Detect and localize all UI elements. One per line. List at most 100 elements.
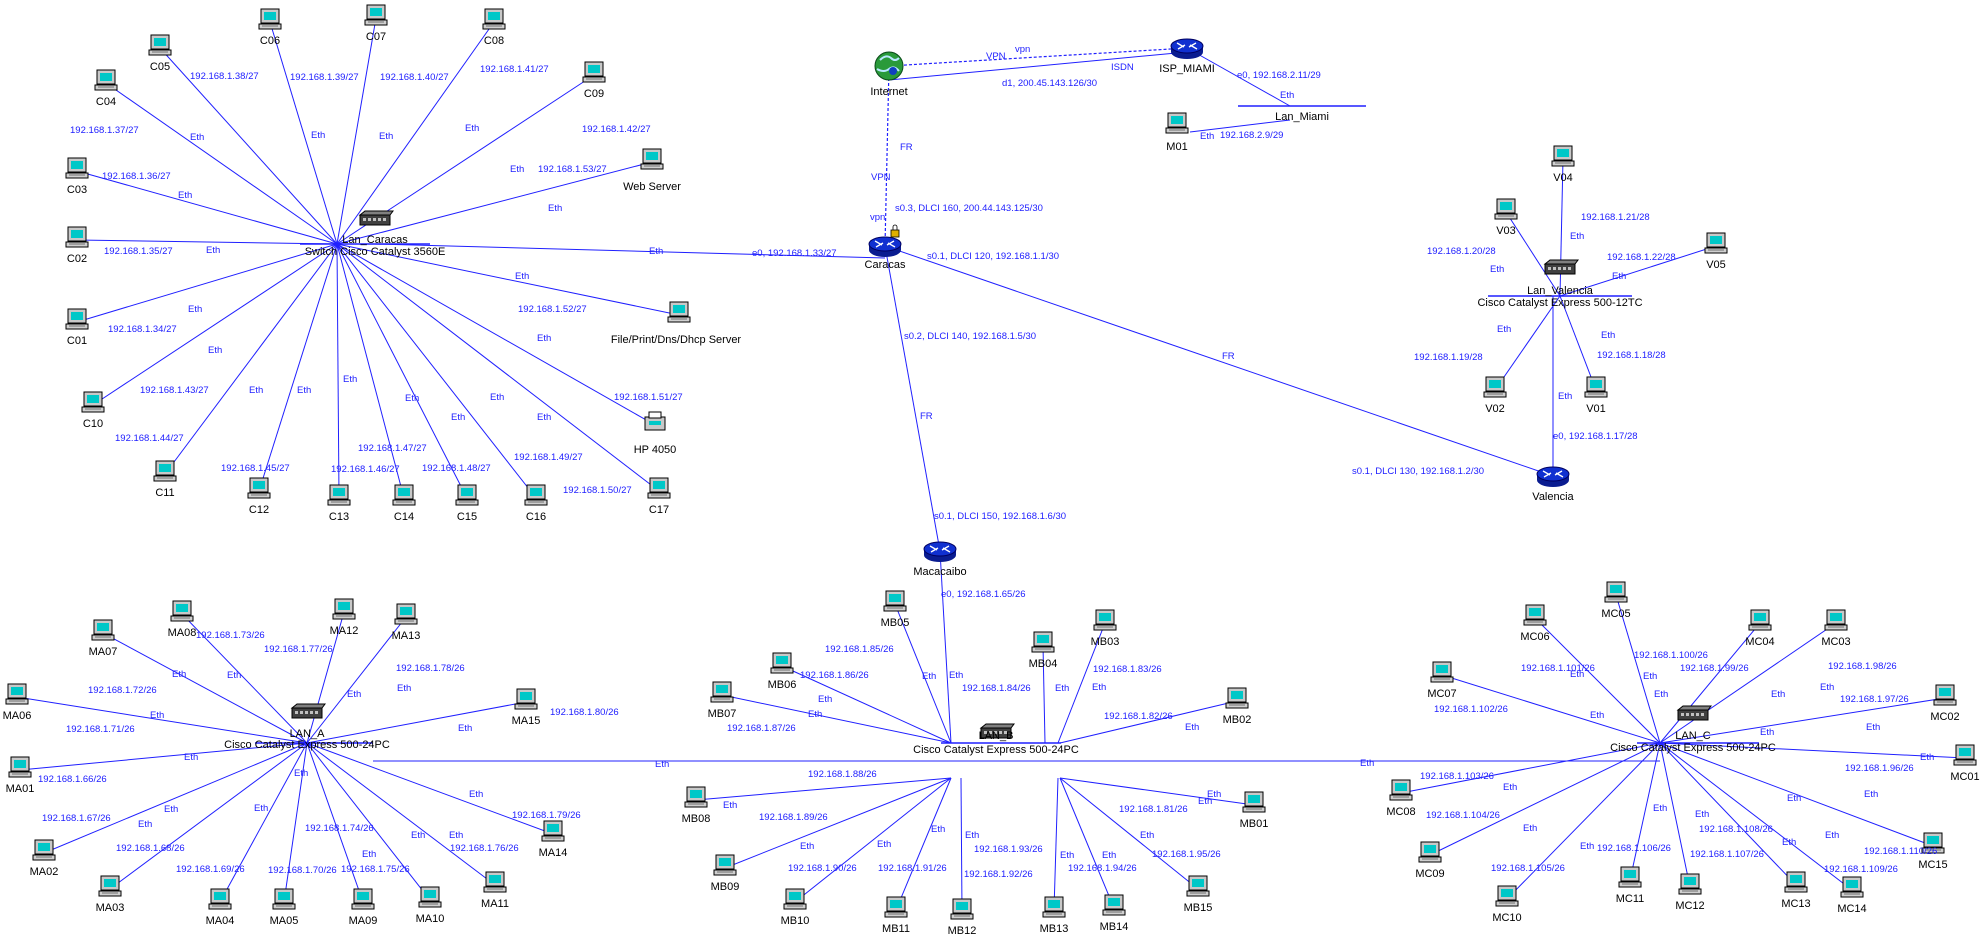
device-c11[interactable]: C11 [153, 460, 177, 499]
link-label: 192.168.1.36/27 [102, 171, 171, 182]
device-c15[interactable]: C15 [455, 484, 479, 523]
computer-icon [1678, 873, 1702, 895]
link-label: s0.1, DLCI 150, 192.168.1.6/30 [934, 511, 1066, 522]
device-ma07[interactable]: MA07 [89, 619, 118, 658]
device-c12[interactable]: C12 [247, 477, 271, 516]
device-c01[interactable]: C01 [65, 308, 89, 347]
device-mc15[interactable]: MC15 [1918, 832, 1948, 871]
device-c13[interactable]: C13 [327, 484, 351, 523]
device-ma05[interactable]: MA05 [270, 888, 299, 927]
link-label: 192.168.1.109/26 [1824, 864, 1898, 875]
link-label: Eth [649, 246, 663, 257]
device-v03[interactable]: V03 [1494, 198, 1518, 237]
device-mb12[interactable]: MB12 [948, 898, 977, 937]
link-label: e0, 192.168.2.11/29 [1237, 70, 1321, 81]
link-label: Eth [1771, 689, 1785, 700]
device-c07[interactable]: C07 [364, 4, 388, 43]
device-caracas[interactable]: Caracas [865, 236, 906, 271]
device-mc05[interactable]: MC05 [1601, 581, 1631, 620]
device-mb03[interactable]: MB03 [1091, 609, 1120, 648]
device-isp[interactable]: ISP_MIAMI [1159, 38, 1215, 75]
device-ma06[interactable]: MA06 [3, 683, 32, 722]
device-m01[interactable]: M01 [1165, 112, 1189, 153]
link-label: 192.168.1.91/26 [878, 863, 947, 874]
device-mb15[interactable]: MB15 [1184, 875, 1213, 914]
device-mb05[interactable]: MB05 [881, 590, 910, 629]
device-c17[interactable]: C17 [647, 477, 671, 516]
device-c03[interactable]: C03 [65, 157, 89, 196]
device-mb04[interactable]: MB04 [1029, 631, 1058, 670]
device-mb06[interactable]: MB06 [768, 652, 797, 691]
device-c16[interactable]: C16 [524, 484, 548, 523]
link-label: Eth [548, 203, 562, 214]
device-mc01[interactable]: MC01 [1950, 744, 1980, 783]
link-label: Eth [515, 271, 529, 282]
device-c06[interactable]: C06 [258, 8, 282, 47]
device-label: C11 [155, 487, 174, 499]
device-mc08[interactable]: MC08 [1386, 779, 1416, 818]
device-mb09[interactable]: MB09 [711, 854, 740, 893]
link-mb15 [1059, 777, 1199, 890]
device-ma08[interactable]: MA08 [168, 600, 197, 639]
device-ma13[interactable]: MA13 [392, 603, 421, 642]
device-ma14[interactable]: MA14 [539, 820, 568, 859]
device-mc07[interactable]: MC07 [1427, 661, 1457, 700]
device-v04[interactable]: V04 [1551, 145, 1575, 184]
device-ma10[interactable]: MA10 [416, 886, 445, 925]
device-valencia[interactable]: Valencia [1532, 466, 1575, 503]
device-ma02[interactable]: MA02 [30, 839, 59, 878]
device-mc09[interactable]: MC09 [1415, 841, 1445, 880]
device-mc11[interactable]: MC11 [1616, 866, 1645, 905]
device-webserver[interactable]: Web Server [623, 148, 681, 193]
device-filesrv[interactable]: File/Print/Dns/Dhcp Server [611, 301, 742, 346]
device-mc10[interactable]: MC10 [1492, 885, 1522, 924]
device-mb14[interactable]: MB14 [1100, 894, 1129, 933]
device-mc03[interactable]: MC03 [1821, 609, 1851, 648]
switch-model-label: Switch Cisco Catalyst 3560E [305, 246, 446, 258]
device-maracaibo[interactable]: Macacaibo [913, 541, 967, 578]
device-mb01[interactable]: MB01 [1240, 791, 1269, 830]
device-c02[interactable]: C02 [65, 226, 89, 265]
device-mc14[interactable]: MC14 [1837, 876, 1867, 915]
switch-icon [358, 210, 394, 226]
device-c14[interactable]: C14 [392, 484, 416, 523]
device-c04[interactable]: C04 [94, 69, 118, 108]
device-mb11[interactable]: MB11 [882, 896, 910, 935]
device-mc06[interactable]: MC06 [1520, 604, 1550, 643]
link-label: 192.168.1.94/26 [1068, 863, 1137, 874]
device-mb07[interactable]: MB07 [708, 681, 737, 720]
computer-icon [1483, 376, 1507, 398]
device-ma03[interactable]: MA03 [96, 875, 125, 914]
device-internet[interactable]: Internet [870, 51, 908, 98]
device-c05[interactable]: C05 [148, 34, 172, 73]
device-mc04[interactable]: MC04 [1745, 609, 1775, 648]
device-c10[interactable]: C10 [81, 391, 105, 430]
device-c09[interactable]: C09 [582, 61, 606, 100]
device-mb13[interactable]: MB13 [1040, 896, 1069, 935]
device-mc13[interactable]: MC13 [1781, 871, 1811, 910]
device-v02[interactable]: V02 [1483, 376, 1507, 415]
device-mb08[interactable]: MB08 [682, 786, 711, 825]
link-label: Eth [188, 304, 202, 315]
device-mb02[interactable]: MB02 [1223, 687, 1252, 726]
device-mc12[interactable]: MC12 [1675, 873, 1705, 912]
device-c08[interactable]: C08 [482, 8, 506, 47]
device-ma01[interactable]: MA01 [6, 756, 35, 795]
device-mc02[interactable]: MC02 [1930, 684, 1960, 723]
link-label: Eth [249, 385, 263, 396]
device-hp4050[interactable]: HP 4050 [634, 411, 677, 456]
device-mb10[interactable]: MB10 [781, 888, 810, 927]
device-ma12[interactable]: MA12 [330, 598, 359, 637]
device-v05[interactable]: V05 [1704, 232, 1728, 271]
device-ma15[interactable]: MA15 [512, 688, 541, 727]
computer-icon [418, 886, 442, 908]
device-ma11[interactable]: MA11 [481, 871, 509, 910]
device-v01[interactable]: V01 [1584, 376, 1608, 415]
device-ma04[interactable]: MA04 [206, 888, 235, 927]
device-ma09[interactable]: MA09 [349, 888, 378, 927]
